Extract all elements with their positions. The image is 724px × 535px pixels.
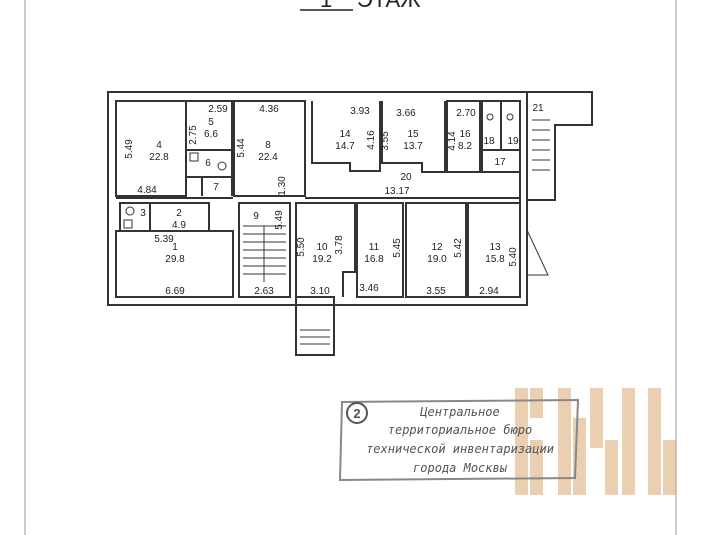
svg-text:5.45: 5.45 xyxy=(392,238,403,258)
svg-text:3: 3 xyxy=(140,208,146,219)
room-2: 24.9 xyxy=(172,208,186,231)
svg-text:4: 4 xyxy=(156,140,162,151)
svg-text:16: 16 xyxy=(459,129,471,140)
svg-text:7: 7 xyxy=(213,182,219,193)
svg-text:19.2: 19.2 xyxy=(312,254,332,265)
stairs xyxy=(243,119,550,345)
svg-text:4.16: 4.16 xyxy=(366,130,377,150)
svg-text:14: 14 xyxy=(339,129,351,140)
room-6: 6 xyxy=(205,158,211,169)
svg-text:2.75: 2.75 xyxy=(188,125,199,145)
svg-text:5.44: 5.44 xyxy=(236,138,247,158)
svg-text:4.14: 4.14 xyxy=(447,131,458,151)
svg-text:8: 8 xyxy=(265,140,271,151)
svg-text:9: 9 xyxy=(253,211,259,222)
svg-text:22.4: 22.4 xyxy=(258,152,278,163)
svg-text:4.9: 4.9 xyxy=(172,220,186,231)
svg-text:15.8: 15.8 xyxy=(485,254,505,265)
floor-word: ЭТАЖ xyxy=(357,0,421,12)
toilet-icons xyxy=(123,113,514,229)
floor-number: 1 xyxy=(320,0,332,12)
svg-text:21: 21 xyxy=(532,103,544,114)
room-19: 19 xyxy=(507,136,519,147)
svg-text:2.70: 2.70 xyxy=(456,108,476,119)
svg-text:13.7: 13.7 xyxy=(403,141,423,152)
room-labels: 129.8 24.9 3 422.8 56.6 6 7 822.4 9 1019… xyxy=(140,103,544,265)
svg-text:5.50: 5.50 xyxy=(296,237,307,257)
svg-text:8.2: 8.2 xyxy=(458,141,472,152)
svg-text:22.8: 22.8 xyxy=(149,152,169,163)
svg-text:3.93: 3.93 xyxy=(350,106,370,117)
svg-text:6: 6 xyxy=(205,158,211,169)
stamp-number: 2 xyxy=(353,406,360,421)
stamp-line: города Москвы xyxy=(413,461,508,475)
svg-text:19.0: 19.0 xyxy=(427,254,447,265)
svg-text:2.94: 2.94 xyxy=(479,286,499,297)
svg-text:3.78: 3.78 xyxy=(334,235,345,255)
stamp-line: территориальное бюро xyxy=(388,423,533,437)
svg-text:5.40: 5.40 xyxy=(508,247,519,267)
svg-text:19: 19 xyxy=(507,136,519,147)
svg-text:1: 1 xyxy=(172,242,178,253)
room-18: 18 xyxy=(483,136,495,147)
room-17: 17 xyxy=(494,157,506,168)
svg-text:5: 5 xyxy=(208,117,214,128)
svg-text:11: 11 xyxy=(369,242,380,253)
dimension-labels: 2.59 2.75 4.36 5.49 4.84 5.44 1.30 3.93 … xyxy=(124,104,519,297)
svg-text:13.17: 13.17 xyxy=(384,186,409,197)
room-3: 3 xyxy=(140,208,146,219)
svg-text:14.7: 14.7 xyxy=(335,141,355,152)
svg-text:15: 15 xyxy=(407,129,419,140)
svg-text:5.49: 5.49 xyxy=(124,139,135,159)
svg-text:5.39: 5.39 xyxy=(154,234,174,245)
room-5: 56.6 xyxy=(204,117,218,140)
room-1: 129.8 xyxy=(165,242,185,265)
svg-text:17: 17 xyxy=(494,157,506,168)
svg-text:3.55: 3.55 xyxy=(380,131,391,151)
svg-text:12: 12 xyxy=(431,242,443,253)
svg-text:5.42: 5.42 xyxy=(453,238,464,258)
stamp-line: технической инвентаризации xyxy=(366,442,554,456)
svg-text:5.49: 5.49 xyxy=(274,210,285,230)
stamp-line: Центральное xyxy=(419,405,499,419)
svg-text:29.8: 29.8 xyxy=(165,254,185,265)
svg-text:4.36: 4.36 xyxy=(259,104,279,115)
room-16: 168.2 xyxy=(458,129,472,152)
svg-text:3.10: 3.10 xyxy=(310,286,330,297)
room-9: 9 xyxy=(253,211,259,222)
room-4: 422.8 xyxy=(149,140,169,163)
svg-text:6.69: 6.69 xyxy=(165,286,185,297)
walls xyxy=(107,91,593,356)
svg-text:10: 10 xyxy=(316,242,328,253)
svg-text:16.8: 16.8 xyxy=(364,254,384,265)
svg-text:3.55: 3.55 xyxy=(426,286,446,297)
room-8: 822.4 xyxy=(258,140,278,163)
svg-text:2.63: 2.63 xyxy=(254,286,274,297)
floor-title: 1 ЭТАЖ xyxy=(300,0,421,12)
svg-text:13: 13 xyxy=(489,242,501,253)
svg-text:2.59: 2.59 xyxy=(208,104,228,115)
svg-text:2: 2 xyxy=(176,208,182,219)
room-20: 20 xyxy=(400,172,412,183)
svg-text:3.66: 3.66 xyxy=(396,108,416,119)
svg-text:4.84: 4.84 xyxy=(137,185,157,196)
bti-stamp: 2 Центральное территориальное бюро техни… xyxy=(338,398,580,482)
svg-text:18: 18 xyxy=(483,136,495,147)
svg-text:20: 20 xyxy=(400,172,412,183)
svg-text:6.6: 6.6 xyxy=(204,129,218,140)
room-7: 7 xyxy=(213,182,219,193)
svg-text:1.30: 1.30 xyxy=(277,176,288,196)
svg-text:3.46: 3.46 xyxy=(359,283,379,294)
room-21: 21 xyxy=(532,103,544,114)
